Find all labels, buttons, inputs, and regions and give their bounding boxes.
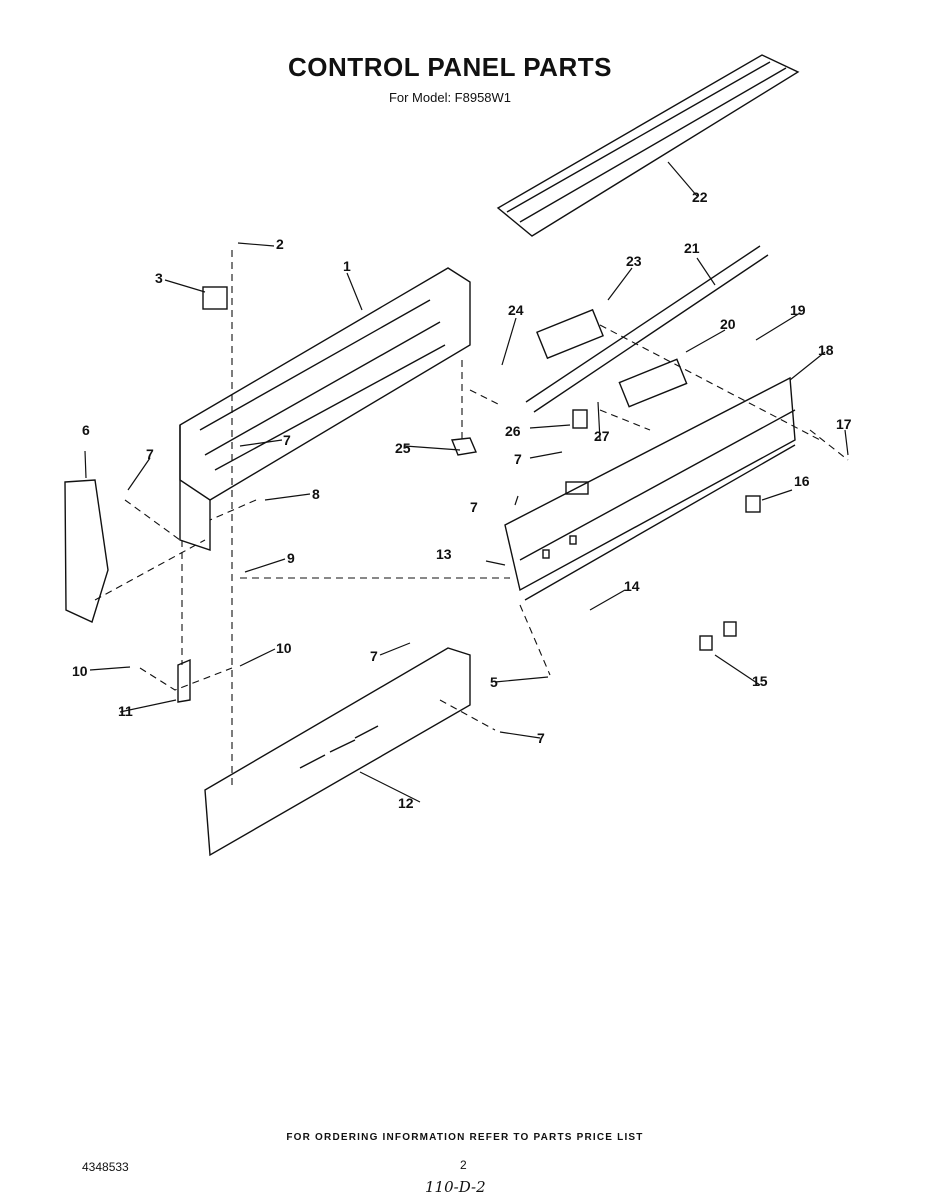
callout-16: 16 — [794, 473, 810, 489]
callout-13: 13 — [436, 546, 452, 562]
callout-27: 27 — [594, 428, 610, 444]
handwritten-note: 110-D-2 — [425, 1178, 486, 1196]
callout-2: 2 — [276, 236, 284, 252]
callout-7: 7 — [537, 730, 545, 746]
callout-18: 18 — [818, 342, 834, 358]
callout-7: 7 — [470, 499, 478, 515]
callout-8: 8 — [312, 486, 320, 502]
callout-6: 6 — [82, 422, 90, 438]
part-15-knob-shape — [699, 635, 713, 651]
callout-7: 7 — [283, 432, 291, 448]
callout-7: 7 — [146, 446, 154, 462]
callout-17: 17 — [836, 416, 852, 432]
document-number: 4348533 — [82, 1160, 129, 1174]
part-22-trim-shape — [496, 54, 800, 237]
part-11-bracket-shape — [177, 658, 191, 703]
ordering-info-note: FOR ORDERING INFORMATION REFER TO PARTS … — [286, 1132, 644, 1143]
callout-5: 5 — [490, 674, 498, 690]
callout-21: 21 — [684, 240, 700, 256]
callout-10: 10 — [72, 663, 88, 679]
part-23-switch-shape — [536, 308, 604, 360]
callout-7: 7 — [370, 648, 378, 664]
callout-layer: 1 2 3 5 6 7 7 7 7 7 7 8 9 10 10 11 12 13… — [72, 189, 852, 811]
page-number: 2 — [460, 1158, 467, 1172]
part-20-switch-shape — [618, 358, 688, 408]
callout-10: 10 — [276, 640, 292, 656]
part-16-clip-shape — [745, 495, 761, 513]
part-26-knob-shape — [572, 409, 588, 429]
callout-12: 12 — [398, 795, 414, 811]
part-3-clip-shape — [202, 286, 228, 310]
exploded-parts-diagram — [64, 54, 849, 857]
callout-19: 19 — [790, 302, 806, 318]
page-title: CONTROL PANEL PARTS — [288, 52, 612, 82]
part-12-lower-panel-shape — [204, 647, 471, 857]
callout-25: 25 — [395, 440, 411, 456]
callout-26: 26 — [505, 423, 521, 439]
leader-arrows — [84, 161, 849, 803]
model-subtitle: For Model: F8958W1 — [388, 90, 512, 105]
part-18-console-shape — [504, 376, 796, 592]
callout-23: 23 — [626, 253, 642, 269]
callout-22: 22 — [692, 189, 708, 205]
callout-3: 3 — [155, 270, 163, 286]
callout-1: 1 — [343, 258, 351, 274]
callout-24: 24 — [508, 302, 524, 318]
callout-11: 11 — [118, 703, 133, 719]
callout-15: 15 — [752, 673, 768, 689]
callout-9: 9 — [287, 550, 295, 566]
callout-7: 7 — [514, 451, 522, 467]
assembly-guide-lines — [94, 250, 849, 790]
part-21-rod-shape — [525, 245, 769, 413]
part-6-endcap-shape — [64, 479, 109, 623]
callout-20: 20 — [720, 316, 736, 332]
callout-14: 14 — [624, 578, 640, 594]
